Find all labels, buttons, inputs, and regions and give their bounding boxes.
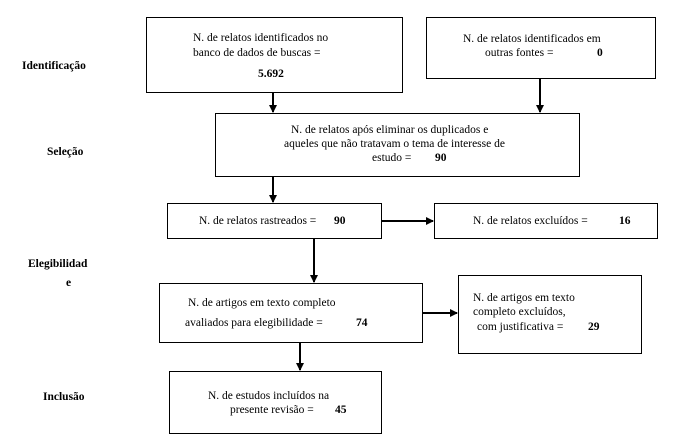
box-other-sources-line1: N. de relatos identificados em [463, 33, 601, 45]
box-database-records: N. de relatos identificados no banco de … [146, 17, 403, 93]
stage-label-selecao: Seleção [47, 146, 84, 158]
box-after-duplicates-value: 90 [435, 152, 447, 164]
box-excluded-value: 16 [619, 215, 631, 227]
box-excluded-records: N. de relatos excluídos = 16 [434, 203, 658, 239]
stage-label-elegibilidade: Elegibilidad [28, 258, 88, 270]
box-fulltext-line1: N. de artigos em texto completo [188, 297, 336, 309]
box-other-sources-line2: outras fontes = [485, 47, 554, 59]
box-after-duplicates-line2: aqueles que não tratavam o tema de inter… [284, 138, 505, 150]
stage-label-identificacao: Identificação [22, 60, 86, 72]
box-fulltext-excluded-line1: N. de artigos em texto [473, 292, 575, 304]
box-other-sources-value: 0 [597, 47, 603, 59]
box-after-duplicates-line3: estudo = [372, 152, 412, 164]
box-fulltext-excluded: N. de artigos em texto completo excluído… [458, 275, 642, 354]
box-fulltext-excluded-line2: completo excluídos, [473, 306, 566, 318]
box-other-sources: N. de relatos identificados em outras fo… [426, 17, 656, 79]
box-included-line1: N. de estudos incluídos na [208, 390, 330, 402]
box-database-line1: N. de relatos identificados no [193, 32, 329, 44]
box-after-duplicates: N. de relatos após eliminar os duplicado… [215, 113, 580, 177]
stage-label-elegibilidade-continued: e [66, 277, 72, 289]
box-excluded-text: N. de relatos excluídos = [473, 215, 588, 227]
box-fulltext-articles: N. de artigos em texto completo avaliado… [159, 283, 423, 343]
box-included-line2: presente revisão = [230, 404, 314, 416]
box-included-value: 45 [335, 404, 347, 416]
box-fulltext-excluded-value: 29 [588, 321, 600, 333]
box-screened-text: N. de relatos rastreados = [199, 215, 317, 227]
box-database-value: 5.692 [258, 68, 284, 80]
box-fulltext-line2: avaliados para elegibilidade = [185, 317, 323, 329]
box-screened-records: N. de relatos rastreados = 90 [167, 203, 382, 239]
box-screened-value: 90 [334, 215, 346, 227]
box-database-line2: banco de dados de buscas = [193, 47, 321, 59]
box-fulltext-excluded-line3: com justificativa = [477, 321, 564, 333]
box-included-studies: N. de estudos incluídos na presente revi… [169, 371, 382, 434]
box-fulltext-value: 74 [356, 317, 368, 329]
stage-label-inclusao: Inclusão [43, 391, 85, 403]
box-after-duplicates-line1: N. de relatos após eliminar os duplicado… [291, 124, 489, 136]
